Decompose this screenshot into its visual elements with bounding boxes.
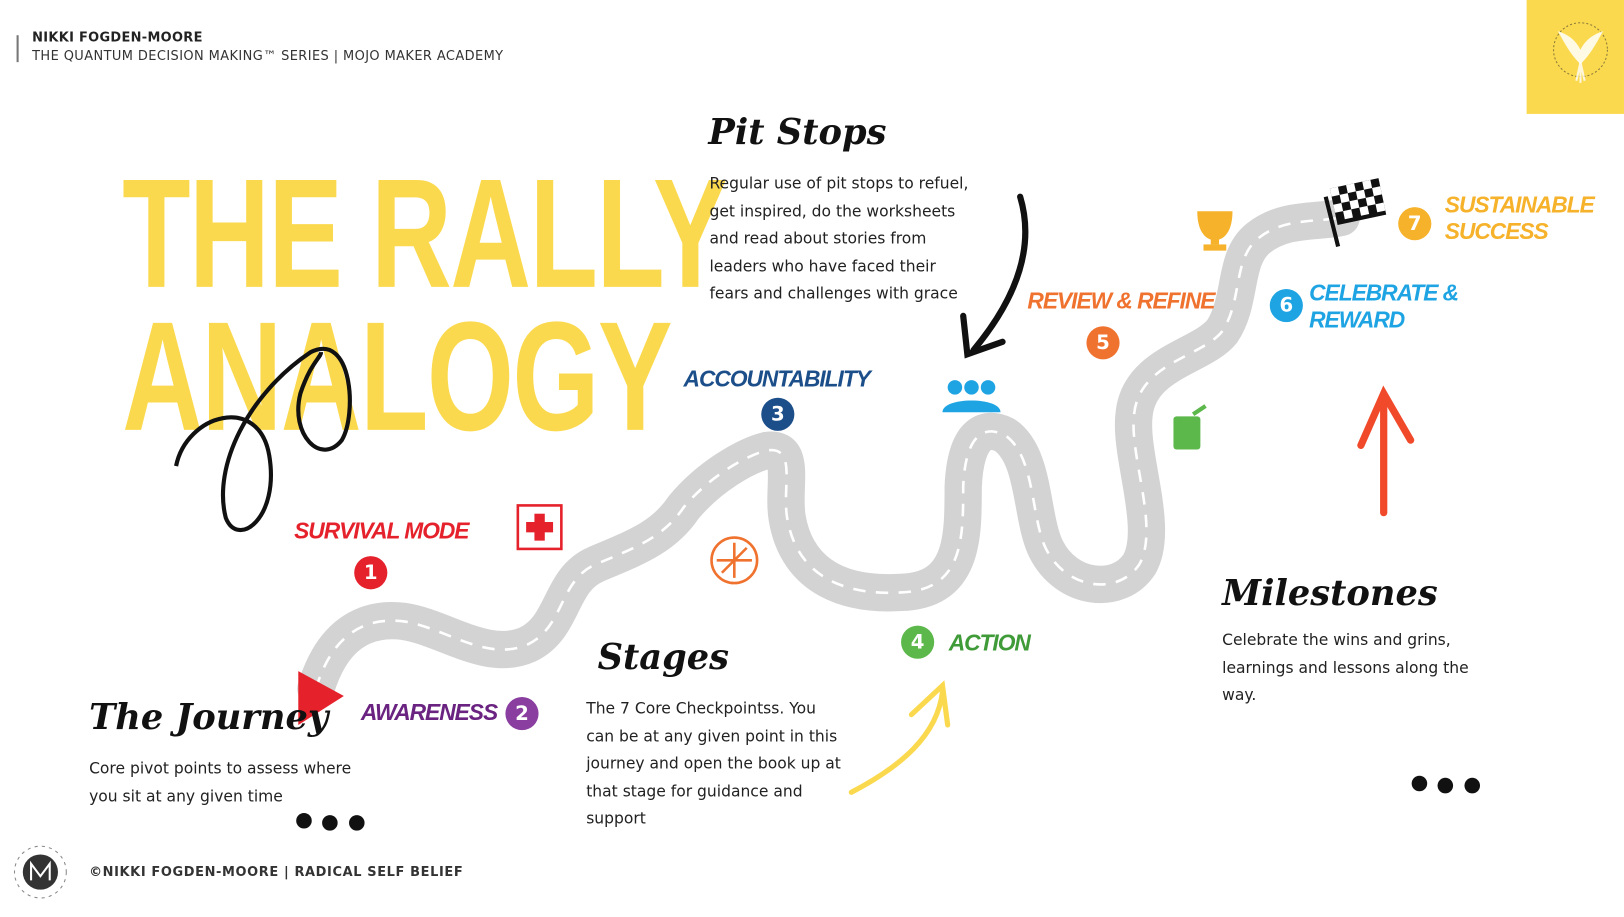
title-line-2: ANALOGY xyxy=(122,288,672,463)
milestones-heading: Milestones xyxy=(1222,572,1438,615)
phoenix-icon xyxy=(1553,22,1608,83)
checkpoint-5-badge: 5 xyxy=(1086,326,1120,360)
footer-copyright: ©NIKKI FOGDEN-MOORE | RADICAL SELF BELIE… xyxy=(89,863,464,880)
stages-body: The 7 Core Checkpointss. You can be at a… xyxy=(586,699,841,828)
compass-icon xyxy=(710,536,759,585)
checkpoint-4-badge: 4 xyxy=(901,625,935,659)
stages-heading: Stages xyxy=(597,636,729,679)
checkpoint-7-label: SUSTAINABLE SUCCESS xyxy=(1444,191,1595,245)
header-author: NIKKI FOGDEN-MOORE xyxy=(32,28,203,45)
yellow-arrow-icon xyxy=(848,680,951,795)
checkpoint-3-label: ACCOUNTABILITY xyxy=(683,365,871,392)
team-icon xyxy=(942,380,1001,413)
header-series: THE QUANTUM DECISION MAKING™ SERIES | MO… xyxy=(32,47,504,64)
red-arrow-icon xyxy=(1357,385,1415,517)
checkpoint-1-label: SURVIVAL MODE xyxy=(294,517,469,544)
checkpoint-5-label: REVIEW & REFINE xyxy=(1027,287,1215,314)
checkpoint-7-badge: 7 xyxy=(1398,207,1432,241)
start-flag-icon xyxy=(298,671,344,725)
journey-body: Core pivot points to assess where you si… xyxy=(89,759,352,806)
checkpoint-6-label: CELEBRATE & REWARD xyxy=(1309,279,1459,333)
scribble xyxy=(174,347,352,532)
black-arrow-icon xyxy=(960,193,1029,359)
journey-heading: The Journey xyxy=(89,697,329,739)
checkpoint-2-badge: 2 xyxy=(505,697,539,731)
checkpoint-2-label: AWARENESS xyxy=(360,699,498,725)
series-logo xyxy=(1526,0,1624,114)
title-line-1: THE RALLY xyxy=(122,146,727,321)
checkpoint-6-badge: 6 xyxy=(1269,288,1303,323)
pit-stops-body: Regular use of pit stops to refuel, get … xyxy=(709,173,969,303)
header-divider xyxy=(16,35,19,63)
ellipsis-dot xyxy=(349,815,365,831)
checkpoint-4-label: ACTION xyxy=(948,629,1031,656)
ellipsis-dot xyxy=(1437,777,1454,794)
ellipsis-dot xyxy=(1411,775,1428,792)
pit-stops-heading: Pit Stops xyxy=(708,111,887,154)
first-aid-icon xyxy=(516,504,563,551)
checkpoint-1-badge: 1 xyxy=(354,556,388,590)
ellipsis-dot xyxy=(322,815,338,831)
fuel-can-icon xyxy=(1173,404,1207,450)
mojo-maker-logo xyxy=(10,841,72,907)
milestones-body: Celebrate the wins and grins, learnings … xyxy=(1222,630,1469,705)
trophy-icon xyxy=(1197,211,1233,251)
ellipsis-dot xyxy=(1464,777,1481,794)
checkpoint-3-badge: 3 xyxy=(761,397,795,431)
checkered-flag-icon xyxy=(1323,178,1387,247)
ellipsis-dot xyxy=(296,813,312,829)
road-centre-line xyxy=(314,216,1342,690)
